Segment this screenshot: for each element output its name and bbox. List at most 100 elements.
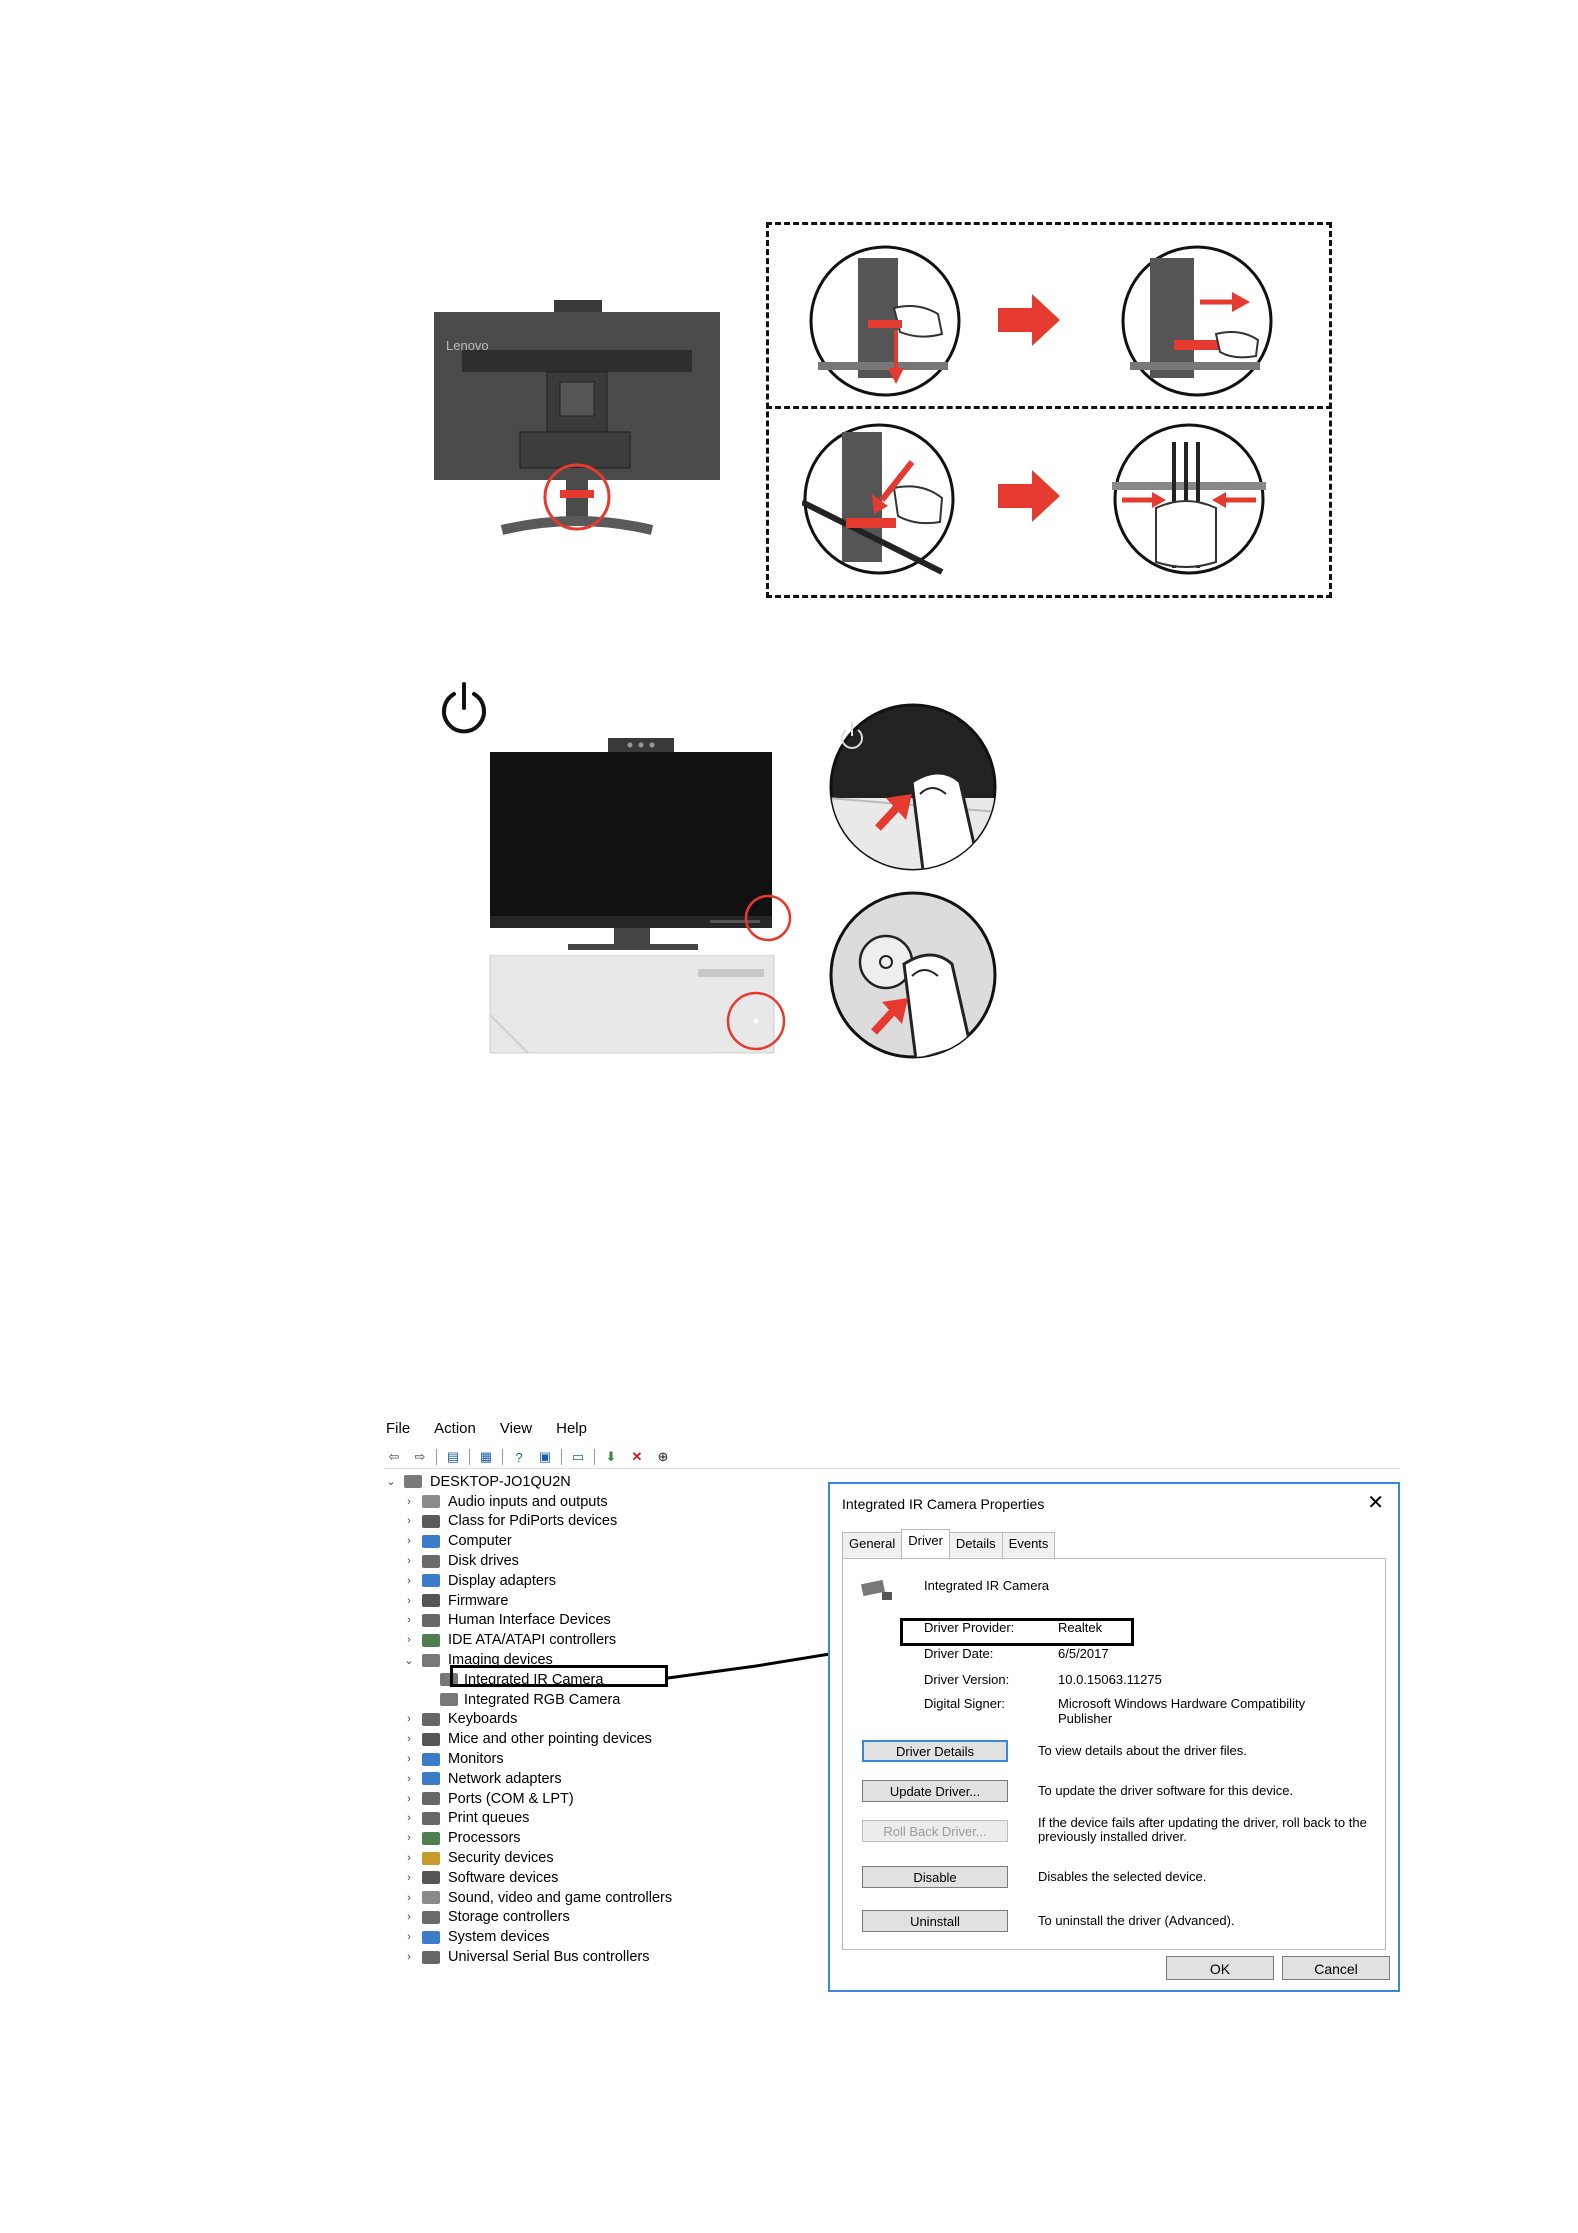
tree-category-item[interactable]: ›Storage controllers: [384, 1908, 824, 1928]
roll-back-driver-button[interactable]: Roll Back Driver...: [862, 1820, 1008, 1842]
tree-category-item[interactable]: ›Display adapters: [384, 1571, 824, 1591]
device-name: Integrated IR Camera: [924, 1578, 1050, 1593]
chevron-right-icon[interactable]: ›: [407, 1555, 411, 1568]
toolbar: ⇦ ⇨ ▤ ▦ ? ▣ ▭ ⬇ ✕ ⊕: [384, 1446, 1400, 1469]
device-category-icon: [422, 1554, 440, 1568]
tree-category-item[interactable]: ›System devices: [384, 1927, 824, 1947]
chevron-right-icon[interactable]: ›: [407, 1812, 411, 1825]
tree-category-item[interactable]: ›Human Interface Devices: [384, 1611, 824, 1631]
tab-general[interactable]: General: [842, 1532, 903, 1558]
close-icon[interactable]: ✕: [1367, 1492, 1384, 1514]
tree-item-label: Firmware: [448, 1592, 509, 1609]
tab-driver[interactable]: Driver: [901, 1529, 950, 1555]
update-driver-desc: To update the driver software for this d…: [1038, 1783, 1294, 1798]
driver-date-value: 6/5/2017: [1058, 1646, 1109, 1661]
chevron-right-icon[interactable]: ›: [407, 1733, 411, 1746]
tree-child-item[interactable]: Integrated IR Camera: [384, 1670, 824, 1690]
tree-category-item[interactable]: › IDE ATA/ATAPI controllers: [384, 1630, 824, 1650]
cancel-button[interactable]: Cancel: [1282, 1956, 1390, 1980]
chevron-down-icon[interactable]: ⌄: [386, 1476, 396, 1489]
chevron-right-icon[interactable]: ›: [407, 1594, 411, 1607]
tree-category-item[interactable]: › Universal Serial Bus controllers: [384, 1947, 824, 1967]
device-category-icon: [422, 1910, 440, 1924]
device-category-icon: [422, 1851, 440, 1865]
tab-details[interactable]: Details: [948, 1532, 1003, 1558]
menu-help[interactable]: Help: [556, 1420, 587, 1437]
uninstall-x-icon[interactable]: ✕: [631, 1449, 643, 1464]
device-category-icon: [422, 1792, 440, 1806]
menu-file[interactable]: File: [386, 1420, 411, 1437]
chevron-down-icon[interactable]: ⌄: [404, 1654, 414, 1667]
tree-category-item[interactable]: ›Processors: [384, 1828, 824, 1848]
toolbar-separator: [561, 1449, 562, 1465]
driver-details-button[interactable]: Driver Details: [862, 1740, 1008, 1762]
chevron-right-icon[interactable]: ›: [407, 1911, 411, 1924]
tree-root[interactable]: ⌄DESKTOP-JO1QU2N: [384, 1472, 824, 1492]
chevron-right-icon[interactable]: ›: [407, 1792, 411, 1805]
tree-category-item[interactable]: ›Software devices: [384, 1868, 824, 1888]
chevron-right-icon[interactable]: ›: [407, 1495, 411, 1508]
chevron-right-icon[interactable]: ›: [407, 1772, 411, 1785]
tree-item-label: Audio inputs and outputs: [448, 1493, 608, 1510]
tree-category-item[interactable]: ›Print queues: [384, 1809, 824, 1829]
step-1-circle: [809, 245, 961, 397]
device-category-icon: [422, 1633, 440, 1647]
back-arrow-icon[interactable]: ⇦: [388, 1449, 400, 1464]
menu-action[interactable]: Action: [434, 1420, 476, 1437]
chevron-right-icon[interactable]: ›: [407, 1891, 411, 1904]
chevron-right-icon[interactable]: ›: [407, 1871, 411, 1884]
tree-category-item[interactable]: ›Class for PdiPorts devices: [384, 1512, 824, 1532]
tree-item-label: Keyboards: [448, 1711, 518, 1728]
ok-button[interactable]: OK: [1166, 1956, 1274, 1980]
chevron-right-icon[interactable]: ›: [407, 1713, 411, 1726]
monitor-scan-icon[interactable]: ▭: [571, 1449, 585, 1464]
chevron-right-icon[interactable]: ›: [407, 1951, 411, 1964]
tree-category-item[interactable]: ⌄Imaging devices: [384, 1650, 824, 1670]
tree-category-item[interactable]: › Firmware: [384, 1591, 824, 1611]
tree-item-label: Disk drives: [448, 1553, 519, 1570]
update-driver-button[interactable]: Update Driver...: [862, 1780, 1008, 1802]
tree-category-item[interactable]: ›Computer: [384, 1531, 824, 1551]
dialog-title: Integrated IR Camera Properties: [842, 1496, 1045, 1512]
chevron-right-icon[interactable]: ›: [407, 1753, 411, 1766]
forward-arrow-icon[interactable]: ⇨: [414, 1449, 426, 1464]
properties-grid-icon[interactable]: ▤: [446, 1449, 460, 1464]
tree-category-item[interactable]: ›Sound, video and game controllers: [384, 1888, 824, 1908]
tab-events[interactable]: Events: [1001, 1532, 1056, 1558]
chevron-right-icon[interactable]: ›: [407, 1574, 411, 1587]
camera-device-icon: [860, 1579, 892, 1600]
monitor-brand-label: Lenovo: [446, 338, 489, 353]
menu-view[interactable]: View: [499, 1420, 533, 1437]
tree-category-item[interactable]: ›Security devices: [384, 1848, 824, 1868]
device-category-icon: [422, 1613, 440, 1627]
add-driver-icon[interactable]: ⬇: [605, 1449, 617, 1464]
toolbar-separator: [469, 1449, 470, 1465]
details-view-icon[interactable]: ▣: [538, 1449, 552, 1464]
chevron-right-icon[interactable]: ›: [407, 1634, 411, 1647]
computer-icon: [404, 1475, 422, 1489]
tree-category-item[interactable]: ›Mice and other pointing devices: [384, 1729, 824, 1749]
chevron-right-icon[interactable]: ›: [407, 1832, 411, 1845]
tree-child-item[interactable]: Integrated RGB Camera: [384, 1690, 824, 1710]
digital-signer-label: Digital Signer:: [924, 1696, 1005, 1711]
tree-category-item[interactable]: ›Monitors: [384, 1749, 824, 1769]
tree-view-icon[interactable]: ▦: [479, 1449, 493, 1464]
tree-category-item[interactable]: › Ports (COM & LPT): [384, 1789, 824, 1809]
help-icon[interactable]: ?: [515, 1449, 523, 1465]
tree-item-label: Ports (COM & LPT): [448, 1790, 574, 1807]
tree-category-item[interactable]: › Audio inputs and outputs: [384, 1492, 824, 1512]
chevron-right-icon[interactable]: ›: [407, 1614, 411, 1627]
tree-category-item[interactable]: › Keyboards: [384, 1710, 824, 1730]
disable-button[interactable]: Disable: [862, 1866, 1008, 1888]
update-driver-icon[interactable]: ⊕: [657, 1449, 669, 1464]
uninstall-button[interactable]: Uninstall: [862, 1910, 1008, 1932]
chevron-right-icon[interactable]: ›: [407, 1931, 411, 1944]
driver-provider-highlight: [900, 1618, 1134, 1646]
chevron-right-icon[interactable]: ›: [407, 1535, 411, 1548]
tree-category-item[interactable]: › Disk drives: [384, 1551, 824, 1571]
tree-item-label: IDE ATA/ATAPI controllers: [448, 1632, 617, 1649]
chevron-right-icon[interactable]: ›: [407, 1515, 411, 1528]
tree-category-item[interactable]: ›Network adapters: [384, 1769, 824, 1789]
chevron-right-icon[interactable]: ›: [407, 1852, 411, 1865]
tree-item-label: Universal Serial Bus controllers: [448, 1949, 650, 1966]
